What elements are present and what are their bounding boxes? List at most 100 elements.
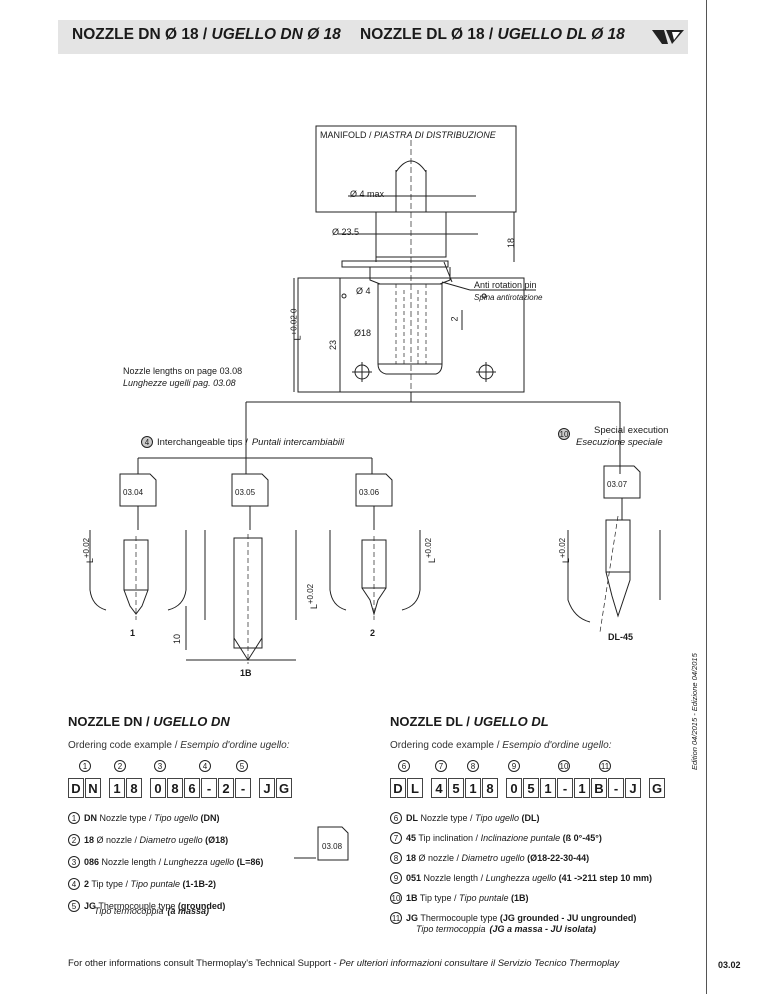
dn-legend-part: 3 (68, 856, 80, 868)
dim18-label: 18 (506, 237, 517, 249)
dl-code-char: - (557, 778, 573, 798)
dn-legend-part: 1 (68, 812, 80, 824)
dn-code-char: 6 (184, 778, 200, 798)
dn-legend-part: JG (84, 901, 97, 911)
dl-legend-part: Tipo puntale (459, 893, 509, 903)
tip-1-label: 1 (130, 628, 136, 638)
lengths-note: Nozzle lengths on page 03.08 (123, 366, 243, 376)
tip1-L-label: L+0.02 (82, 537, 96, 564)
dl-legend-part: (ß 0°-45°) (560, 833, 602, 843)
dl-legend-part: DL (406, 813, 418, 823)
dl-legend-part: Tip type / (417, 893, 460, 903)
dl-legend-part: 6 (390, 812, 402, 824)
ref-0304: 03.04 (123, 488, 144, 497)
dl-legend-part: Tipo ugello (475, 813, 519, 823)
dl-code-number: 6 (398, 760, 410, 772)
dl-code-char: 5 (448, 778, 464, 798)
d4-label: Ø 4 (356, 286, 371, 296)
dl-legend-part: Nozzle length / (421, 873, 486, 883)
dl-code-char: 1 (465, 778, 481, 798)
manifold-label: MANIFOLD / PIASTRA DI DISTRIBUZIONE (320, 130, 496, 140)
dn-code-char: N (85, 778, 101, 798)
tip-dl45-label: DL-45 (608, 632, 634, 642)
dl-code-char (642, 778, 648, 798)
dl-code-char: G (649, 778, 665, 798)
dn-legend-part: Diametro ugello (139, 835, 203, 845)
ref-0307: 03.07 (607, 480, 628, 489)
dl-legend-part: 45 (406, 833, 417, 843)
dn-legend-part: (grounded) (177, 901, 226, 911)
ref-0305: 03.05 (235, 488, 256, 497)
dl-legend-part: 18 (406, 853, 417, 863)
dl-code-char: 5 (523, 778, 539, 798)
title-dl: NOZZLE DL Ø 18 / UGELLO DL Ø 18 (360, 26, 625, 43)
dn-code-char: 0 (150, 778, 166, 798)
dl-section-title: NOZZLE DL / UGELLO DL (390, 714, 549, 729)
dl-legend-part: Lunghezza ugello (485, 873, 557, 883)
dn-legend-part: DN (84, 813, 97, 823)
dn-code-char (143, 778, 149, 798)
dn-code-char: - (201, 778, 217, 798)
dl-code-number: 7 (435, 760, 447, 772)
dl-legend-part: 9 (390, 872, 402, 884)
dn-code-number: 2 (114, 760, 126, 772)
ref-0308-box (294, 826, 349, 861)
dl-legend-part: 8 (390, 852, 402, 864)
dn-legend-part: Nozzle type / (97, 813, 155, 823)
dn-legend-item: 5 JG Thermocouple type (grounded) (68, 900, 225, 912)
special-execution-num: 10 (558, 428, 570, 440)
dl-legend-part: 051 (406, 873, 422, 883)
dn-code-number: 4 (199, 760, 211, 772)
dl-code-number: 11 (599, 760, 611, 772)
dn-code-char: 8 (167, 778, 183, 798)
tip-2-label: 2 (370, 628, 376, 638)
dl-code-char: 1 (574, 778, 590, 798)
dl-code-char: 1 (540, 778, 556, 798)
page-number: 03.02 (718, 960, 741, 970)
dl-code-char (499, 778, 505, 798)
dn-code-char (252, 778, 258, 798)
dl-legend-item: 6 DL Nozzle type / Tipo ugello (DL) (390, 812, 539, 824)
dl-legend-part: Ø nozzle / (416, 853, 462, 863)
dl-code-number: 9 (508, 760, 520, 772)
ref-0306: 03.06 (359, 488, 380, 497)
dl-legend-item: 8 18 Ø nozzle / Diametro ugello (Ø18-22-3… (390, 852, 589, 864)
dim23-label: 23 (328, 339, 339, 351)
dl-code-number: 10 (558, 760, 570, 772)
dl-legend-part: (Ø18-22-30-44) (524, 853, 590, 863)
dn-legend-part: 5 (68, 900, 80, 912)
dn-code-char: 8 (126, 778, 142, 798)
tip1b-L-label: L+0.02 (306, 583, 320, 610)
dl-legend-part: 11 (390, 912, 402, 924)
dl-ordering-label: Ordering code example / Esempio d'ordine… (390, 740, 612, 751)
dn-legend-part: 4 (68, 878, 80, 890)
dn-legend-part: (Ø18) (202, 835, 229, 845)
dn-code-char: 2 (218, 778, 234, 798)
special-execution-label: Special execution (594, 425, 669, 436)
dim10-label: 10 (172, 633, 183, 645)
dl-legend-part: Inclinazione puntale (480, 833, 561, 843)
dl-legend-part: Nozzle type / (418, 813, 476, 823)
tip-1b-label: 1B (240, 668, 252, 678)
edition-label: Edition 04/2015 - Edizione 04/2015 (690, 653, 699, 770)
dl-code-char: J (625, 778, 641, 798)
d235-label: Ø 23.5 (332, 227, 360, 237)
dl-legend-part: Diametro ugello (461, 853, 525, 863)
dl-legend-part: (DL) (518, 813, 540, 823)
dn-legend-part: Thermocouple type (96, 901, 178, 911)
dn-legend-part: Nozzle length / (99, 857, 164, 867)
header-bar (58, 20, 688, 54)
dn-legend-part: 2 (68, 834, 80, 846)
dn-code-char: D (68, 778, 84, 798)
dl-legend-part: Thermocouple type (418, 913, 500, 923)
ref-0308: 03.08 (322, 842, 343, 851)
